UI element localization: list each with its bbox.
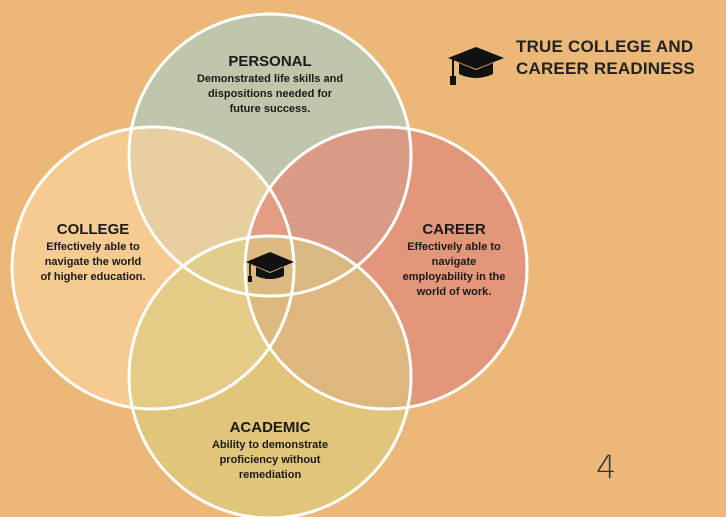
graduation-cap-icon (448, 47, 504, 85)
circle-personal-outline (127, 12, 413, 298)
academic-desc-line-3: remediation (239, 469, 302, 481)
career-desc-line-1: Effectively able to (407, 241, 501, 253)
college-desc-line-2: navigate the world (45, 256, 142, 268)
academic-title: ACADEMIC (230, 419, 311, 436)
career-desc-line-3: employability in the (403, 271, 506, 283)
personal-title: PERSONAL (228, 53, 311, 70)
circle-academic (129, 236, 411, 517)
page-title: TRUE COLLEGE AND CAREER READINESS (516, 36, 695, 80)
academic-desc-line-2: proficiency without (220, 454, 321, 466)
personal-desc-line-2: dispositions needed for (208, 88, 333, 100)
personal-desc-line-1: Demonstrated life skills and (197, 73, 343, 85)
career-title: CAREER (422, 221, 486, 238)
college-title: COLLEGE (57, 221, 130, 238)
college-label: COLLEGE Effectively able to navigate the… (40, 221, 145, 283)
page-number: 4 (596, 448, 617, 486)
personal-desc-line-3: future success. (230, 103, 311, 115)
academic-label: ACADEMIC Ability to demonstrate proficie… (212, 419, 328, 481)
college-desc-line-3: of higher education. (40, 271, 145, 283)
personal-label: PERSONAL Demonstrated life skills and di… (197, 53, 343, 115)
college-desc-line-1: Effectively able to (46, 241, 140, 253)
circle-college-outline (10, 125, 296, 411)
page-title-line-1: TRUE COLLEGE AND (516, 37, 694, 56)
academic-desc-line-1: Ability to demonstrate (212, 439, 328, 451)
career-desc-line-2: navigate (432, 256, 477, 268)
circle-academic-outline (127, 234, 413, 517)
career-label: CAREER Effectively able to navigate empl… (403, 221, 506, 298)
circle-career-outline (243, 125, 529, 411)
page-title-line-2: CAREER READINESS (516, 59, 695, 78)
graduation-cap-icon (246, 252, 294, 282)
career-desc-line-4: world of work. (416, 286, 492, 298)
